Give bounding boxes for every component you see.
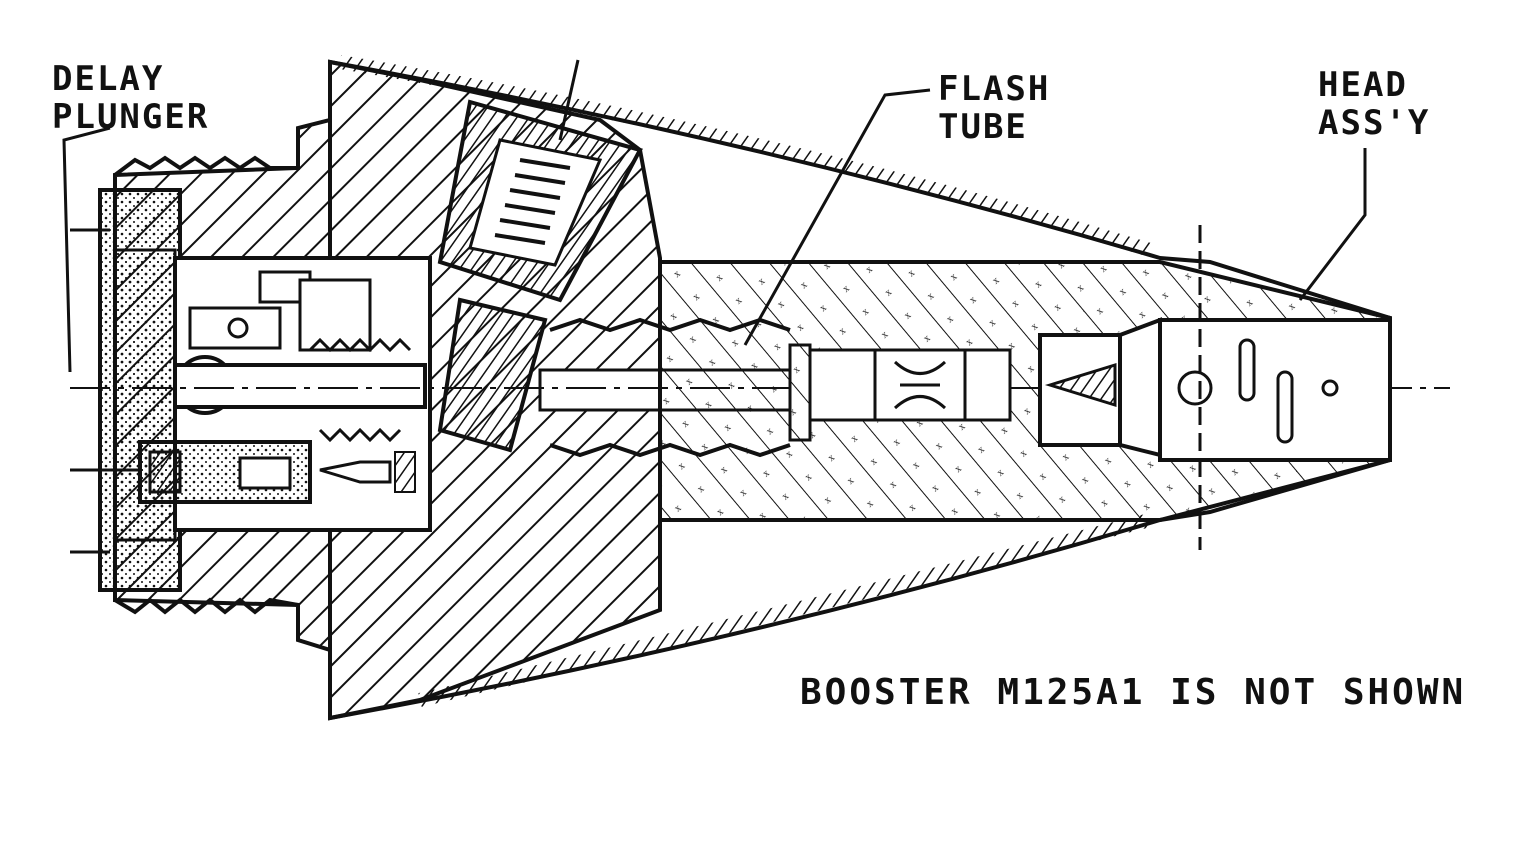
leader-lines — [62, 59, 1367, 554]
flash-tube-label-line2: TUBE — [938, 107, 1028, 147]
head-assy-label: HEAD ASS'Y — [1318, 66, 1430, 142]
delay-plunger-label: DELAY PLUNGER — [52, 60, 209, 136]
head-assy-label-line2: ASS'Y — [1318, 103, 1431, 143]
booster-note: BOOSTER M125A1 IS NOT SHOWN — [800, 672, 1467, 713]
delay-plunger-label-line2: PLUNGER — [52, 97, 210, 137]
head-assembly — [658, 225, 1392, 550]
delay-plunger-label-line1: DELAY — [52, 59, 165, 99]
head-assy-label-line1: HEAD — [1318, 65, 1408, 105]
delay-plunger-cap — [98, 188, 182, 592]
flash-tube-label: FLASH TUBE — [938, 70, 1050, 146]
setback-spring-assembly — [437, 99, 643, 453]
flash-tube-label-line1: FLASH — [938, 69, 1051, 109]
